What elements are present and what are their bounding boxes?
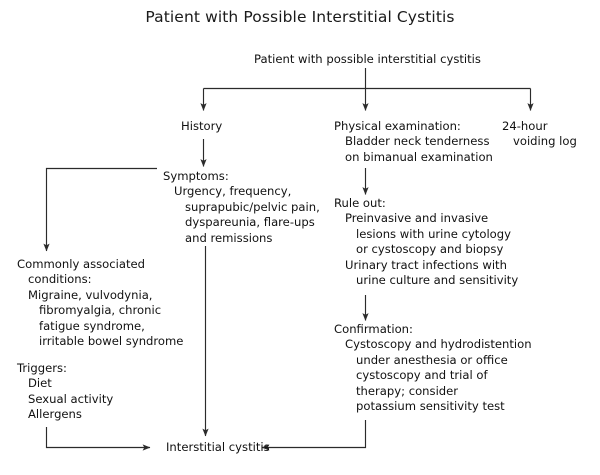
- node-root: Patient with possible interstitial cysti…: [254, 52, 481, 66]
- edge-confirmation-to-outcome: [261, 420, 367, 451]
- node-associated-conditions: Commonly associated conditions: Migraine…: [17, 257, 184, 349]
- node-history: History: [181, 119, 223, 133]
- node-outcome: Interstitial cystitis: [166, 440, 270, 454]
- node-rule-out: Rule out: Preinvasive and invasive lesio…: [334, 196, 519, 288]
- node-voiding-log: 24-hour voiding log: [502, 119, 577, 149]
- node-confirmation: Confirmation: Cystoscopy and hydrodisten…: [334, 322, 532, 414]
- node-physical-exam: Physical examination: Bladder neck tende…: [334, 119, 493, 164]
- node-symptoms: Symptoms: Urgency, frequency, suprapubic…: [163, 169, 320, 245]
- edge-symptoms-to-associated: [43, 167, 157, 252]
- edge-triggers-to-outcome: [45, 427, 151, 451]
- node-triggers: Triggers: Diet Sexual activity Allergens: [17, 361, 114, 422]
- page-title: Patient with Possible Interstitial Cysti…: [145, 8, 455, 26]
